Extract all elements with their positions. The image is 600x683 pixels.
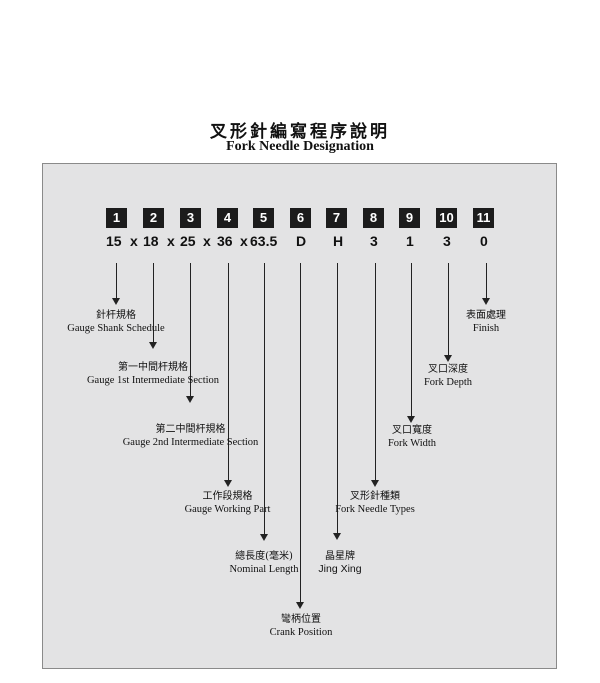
connector-line-1	[116, 263, 117, 298]
connector-line-9	[411, 263, 412, 416]
label-depth-en: Fork Depth	[423, 377, 473, 388]
connector-line-10	[448, 263, 449, 355]
connector-line-2	[153, 263, 154, 342]
arrow-head-7	[333, 533, 341, 540]
code-value-9: 1	[406, 233, 414, 249]
label-first-en: Gauge 1st Intermediate Section	[86, 375, 220, 386]
code-separator-2: x	[167, 233, 175, 249]
label-crank-cn: 彎柄位置	[281, 614, 321, 625]
code-separator-1: x	[130, 233, 138, 249]
label-finish-en: Finish	[472, 323, 500, 334]
arrow-head-5	[260, 534, 268, 541]
label-width-en: Fork Width	[387, 438, 437, 449]
position-box-5: 5	[253, 208, 274, 228]
title-chinese: 叉形針編寫程序說明	[210, 122, 390, 142]
label-fork-depth: 叉口深度 Fork Depth	[408, 363, 488, 389]
code-value-11: 0	[480, 233, 488, 249]
code-value-6: D	[296, 233, 307, 249]
label-first-intermediate: 第一中間杆規格 Gauge 1st Intermediate Section	[78, 361, 228, 387]
code-separator-4: x	[240, 233, 248, 249]
connector-line-4	[228, 263, 229, 480]
label-types-cn: 叉形針種類	[350, 491, 400, 502]
code-value-10: 3	[443, 233, 451, 249]
code-value-4: 36	[217, 233, 233, 249]
label-nominal-length: 總長度(毫米) Nominal Length	[219, 550, 309, 576]
arrow-head-3	[186, 396, 194, 403]
label-shank-en: Gauge Shank Schedule	[67, 323, 165, 334]
position-box-3: 3	[180, 208, 201, 228]
position-box-2: 2	[143, 208, 164, 228]
connector-line-3	[190, 263, 191, 396]
label-second-intermediate: 第二中間杆規格 Gauge 2nd Intermediate Section	[113, 423, 268, 449]
label-fork-width: 叉口寬度 Fork Width	[372, 424, 452, 450]
connector-line-7	[337, 263, 338, 533]
code-value-8: 3	[370, 233, 378, 249]
code-value-1: 15	[106, 233, 122, 249]
label-crank-position: 彎柄位置 Crank Position	[260, 613, 342, 639]
code-value-5: 63.5	[250, 233, 278, 249]
label-working-part: 工作段規格 Gauge Working Part	[175, 490, 280, 516]
connector-line-5	[264, 263, 265, 534]
arrow-head-6	[296, 602, 304, 609]
arrow-head-2	[149, 342, 157, 349]
label-working-en: Gauge Working Part	[184, 504, 271, 515]
position-box-1: 1	[106, 208, 127, 228]
arrow-head-10	[444, 355, 452, 362]
label-first-cn: 第一中間杆規格	[118, 362, 188, 373]
connector-line-11	[486, 263, 487, 298]
connector-line-8	[375, 263, 376, 480]
arrow-head-11	[482, 298, 490, 305]
label-shank-schedule: 針杆規格 Gauge Shank Schedule	[56, 309, 176, 335]
label-second-en: Gauge 2nd Intermediate Section	[122, 437, 259, 448]
label-finish: 表面處理 Finish	[451, 309, 521, 335]
position-box-4: 4	[217, 208, 238, 228]
label-nominal-en: Nominal Length	[229, 564, 299, 575]
label-second-cn: 第二中間杆規格	[155, 424, 226, 435]
label-finish-cn: 表面處理	[466, 310, 506, 321]
label-brand: 晶星牌 Jing Xing	[309, 550, 371, 576]
arrow-head-4	[224, 480, 232, 487]
connector-line-6	[300, 263, 301, 602]
label-crank-en: Crank Position	[269, 627, 333, 638]
label-depth-cn: 叉口深度	[428, 364, 468, 375]
title-english: Fork Needle Designation	[226, 139, 374, 154]
position-box-9: 9	[399, 208, 420, 228]
code-value-3: 25	[180, 233, 196, 249]
designation-panel	[42, 163, 557, 669]
label-width-cn: 叉口寬度	[392, 425, 432, 436]
position-box-7: 7	[326, 208, 347, 228]
label-nominal-cn: 總長度(毫米)	[235, 551, 293, 562]
label-working-cn: 工作段規格	[202, 491, 253, 502]
arrow-head-1	[112, 298, 120, 305]
label-types-en: Fork Needle Types	[335, 504, 415, 515]
label-brand-en: Jing Xing	[318, 563, 362, 575]
arrow-head-9	[407, 416, 415, 423]
code-value-7: H	[333, 233, 344, 249]
position-box-10: 10	[436, 208, 457, 228]
label-shank-cn: 針杆規格	[96, 310, 136, 321]
code-separator-3: x	[203, 233, 211, 249]
label-fork-needle-types: 叉形針種類 Fork Needle Types	[320, 490, 430, 516]
position-box-11: 11	[473, 208, 494, 228]
position-box-6: 6	[290, 208, 311, 228]
code-value-2: 18	[143, 233, 159, 249]
position-box-8: 8	[363, 208, 384, 228]
label-brand-cn: 晶星牌	[325, 551, 355, 562]
arrow-head-8	[371, 480, 379, 487]
